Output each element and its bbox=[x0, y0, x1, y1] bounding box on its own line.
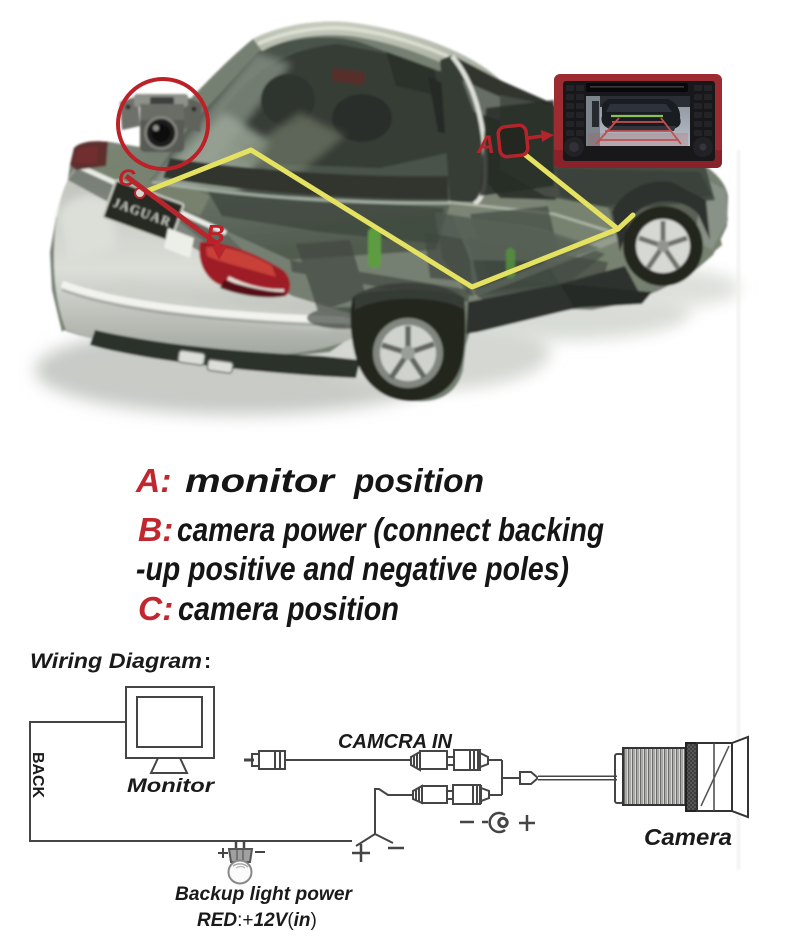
svg-text:-up positive and negative pole: -up positive and negative poles) bbox=[136, 551, 569, 588]
svg-text:B:: B: bbox=[138, 512, 173, 549]
svg-text:Camera: Camera bbox=[644, 824, 732, 850]
svg-text:B: B bbox=[206, 219, 225, 249]
svg-text:C:: C: bbox=[138, 591, 173, 628]
svg-text:CAMCRA IN: CAMCRA IN bbox=[338, 730, 453, 753]
svg-text:RED:+12V(in): RED:+12V(in) bbox=[197, 910, 317, 931]
svg-text:camera position: camera position bbox=[178, 591, 399, 628]
svg-text:Monitor: Monitor bbox=[127, 775, 216, 797]
svg-text:monitor: monitor bbox=[185, 463, 336, 500]
svg-text:A: A bbox=[476, 131, 495, 159]
svg-text:camera power (connect backing: camera power (connect backing bbox=[177, 512, 604, 549]
svg-text:BACK: BACK bbox=[29, 752, 46, 798]
svg-text:position: position bbox=[353, 463, 484, 500]
svg-text::: : bbox=[204, 649, 211, 673]
svg-text:Backup light power: Backup light power bbox=[175, 884, 354, 905]
svg-text:A:: A: bbox=[135, 463, 171, 500]
svg-text:Wiring Diagram: Wiring Diagram bbox=[30, 649, 202, 673]
